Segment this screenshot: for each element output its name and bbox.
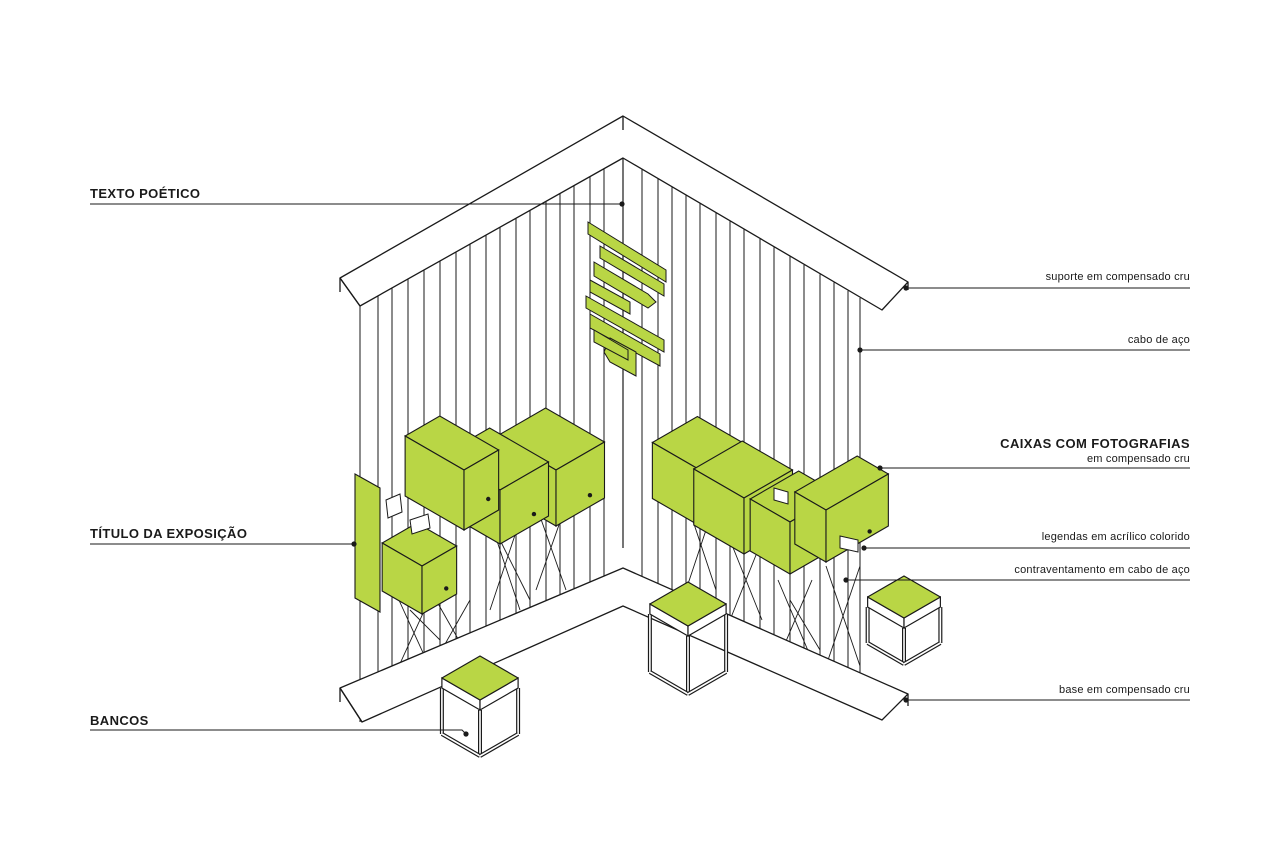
box-right-face [421,545,458,615]
viewing-hole [587,493,593,498]
poetic-text-strip [589,279,631,315]
stool-seat-top [649,581,727,627]
box-right-face [499,461,550,545]
exhibition-title-panel [354,473,381,613]
stool-rail-inner [687,671,727,695]
viewing-hole [867,529,872,534]
stool [647,581,729,696]
label-caixas-title: CAIXAS COM FOTOGRAFIAS [1000,436,1190,451]
stools [439,575,943,758]
label-base: base em compensado cru [1059,684,1190,696]
top-support-plywood [339,115,909,311]
label-contraventamento: contraventamento em cabo de aço [1014,564,1190,576]
stool-rail-inner [479,733,519,757]
label-legendas: legendas em acrílico colorido [1041,531,1190,543]
photo-boxes [381,407,890,615]
box-right-face [463,449,500,531]
label-caixas-sub: em compensado cru [1086,453,1190,465]
poetic-text-strip [599,245,665,297]
label-texto-poetico: TEXTO POÉTICO [90,186,201,201]
label-bancos: BANCOS [90,713,149,728]
label-titulo-exposicao: TÍTULO DA EXPOSIÇÃO [90,526,248,541]
brace-cable [825,565,861,667]
stool-rail-inner [441,733,481,757]
photo-box [404,415,500,531]
label-suporte: suporte em compensado cru [1045,271,1190,283]
viewing-hole [444,586,449,591]
acrylic-captions [385,487,859,553]
poetic-text-strip [585,295,665,353]
photo-box [381,522,458,615]
stool-rail-inner [649,671,689,695]
poetic-text-strip [593,261,657,309]
leader-lines [90,203,1190,735]
brace-cable [789,599,821,651]
leader-dots [351,201,909,737]
poetic-text-panels [585,221,667,377]
brace-cable [499,539,531,601]
poetic-text-strip [587,221,667,283]
brace-cable [409,609,441,641]
stool-rail-inner [903,642,941,665]
poetic-text-strip [589,313,661,367]
stool-seat-top [867,575,941,619]
stool-rail-inner [867,642,905,665]
stool-seat-top [441,655,519,701]
viewing-hole [486,496,491,502]
photo-box [793,455,890,563]
viewing-hole [531,511,537,517]
box-right-face [555,441,606,527]
base-plywood [339,567,909,723]
stool [865,575,943,666]
stool [439,655,521,758]
poetic-text-strip [593,329,629,361]
label-cabo: cabo de aço [1127,334,1190,346]
